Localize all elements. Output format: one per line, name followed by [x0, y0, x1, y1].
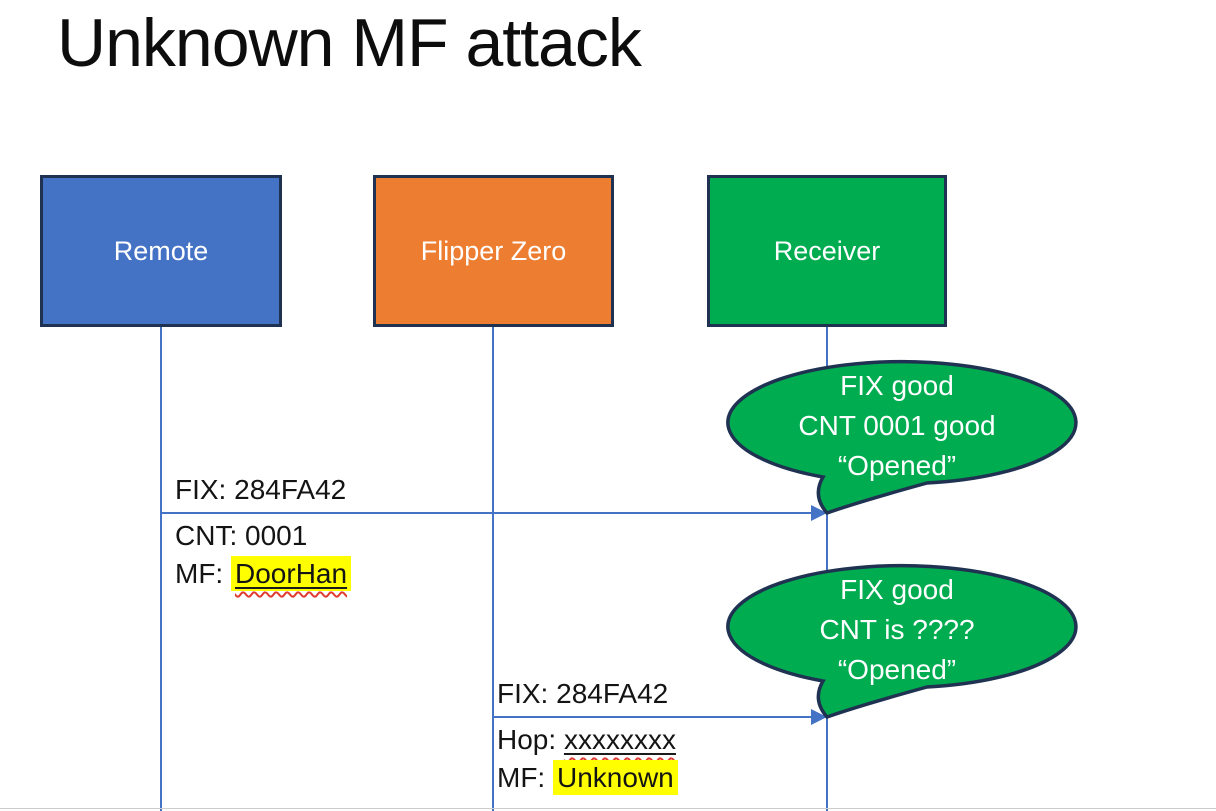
message2-arrow-line [493, 716, 812, 718]
message2-arrowhead-icon [811, 709, 827, 725]
actor-box-remote: Remote [40, 175, 282, 327]
message2-label-mf: MF: Unknown [497, 759, 678, 797]
message2-label-hop: Hop: xxxxxxxx [497, 724, 676, 755]
squiggle-value: xxxxxxxx [563, 724, 676, 755]
message1-arrow-line [161, 512, 812, 514]
message1-labels-below: CNT: 0001 MF: DoorHan [175, 517, 352, 593]
message2-label-fix: FIX: 284FA42 [497, 678, 669, 709]
actor-box-flipper-zero: Flipper Zero [373, 175, 614, 327]
message1-arrowhead-icon [811, 505, 827, 521]
highlighted-value: DoorHan [231, 556, 352, 591]
message1-label-cnt: CNT: 0001 [175, 520, 308, 551]
slide-bottom-edge [0, 808, 1216, 809]
slide-title: Unknown MF attack [57, 5, 642, 81]
actor-box-receiver: Receiver [707, 175, 947, 327]
message1-label-mf: MF: DoorHan [175, 555, 352, 593]
lifeline-flipper-zero [492, 327, 494, 811]
speech-bubble-1-text: FIX good CNT 0001 good “Opened” [798, 370, 996, 481]
message1-label-fix: FIX: 284FA42 [175, 474, 347, 505]
speech-bubble-2-text: FIX good CNT is ???? “Opened” [819, 574, 975, 685]
actor-label-remote: Remote [113, 235, 209, 266]
lifeline-remote [160, 327, 162, 811]
actor-label-flipper-zero: Flipper Zero [420, 235, 567, 266]
message2-labels-below: Hop: xxxxxxxx MF: Unknown [497, 721, 678, 797]
highlighted-value: Unknown [553, 760, 678, 795]
actor-label-receiver: Receiver [773, 235, 881, 266]
